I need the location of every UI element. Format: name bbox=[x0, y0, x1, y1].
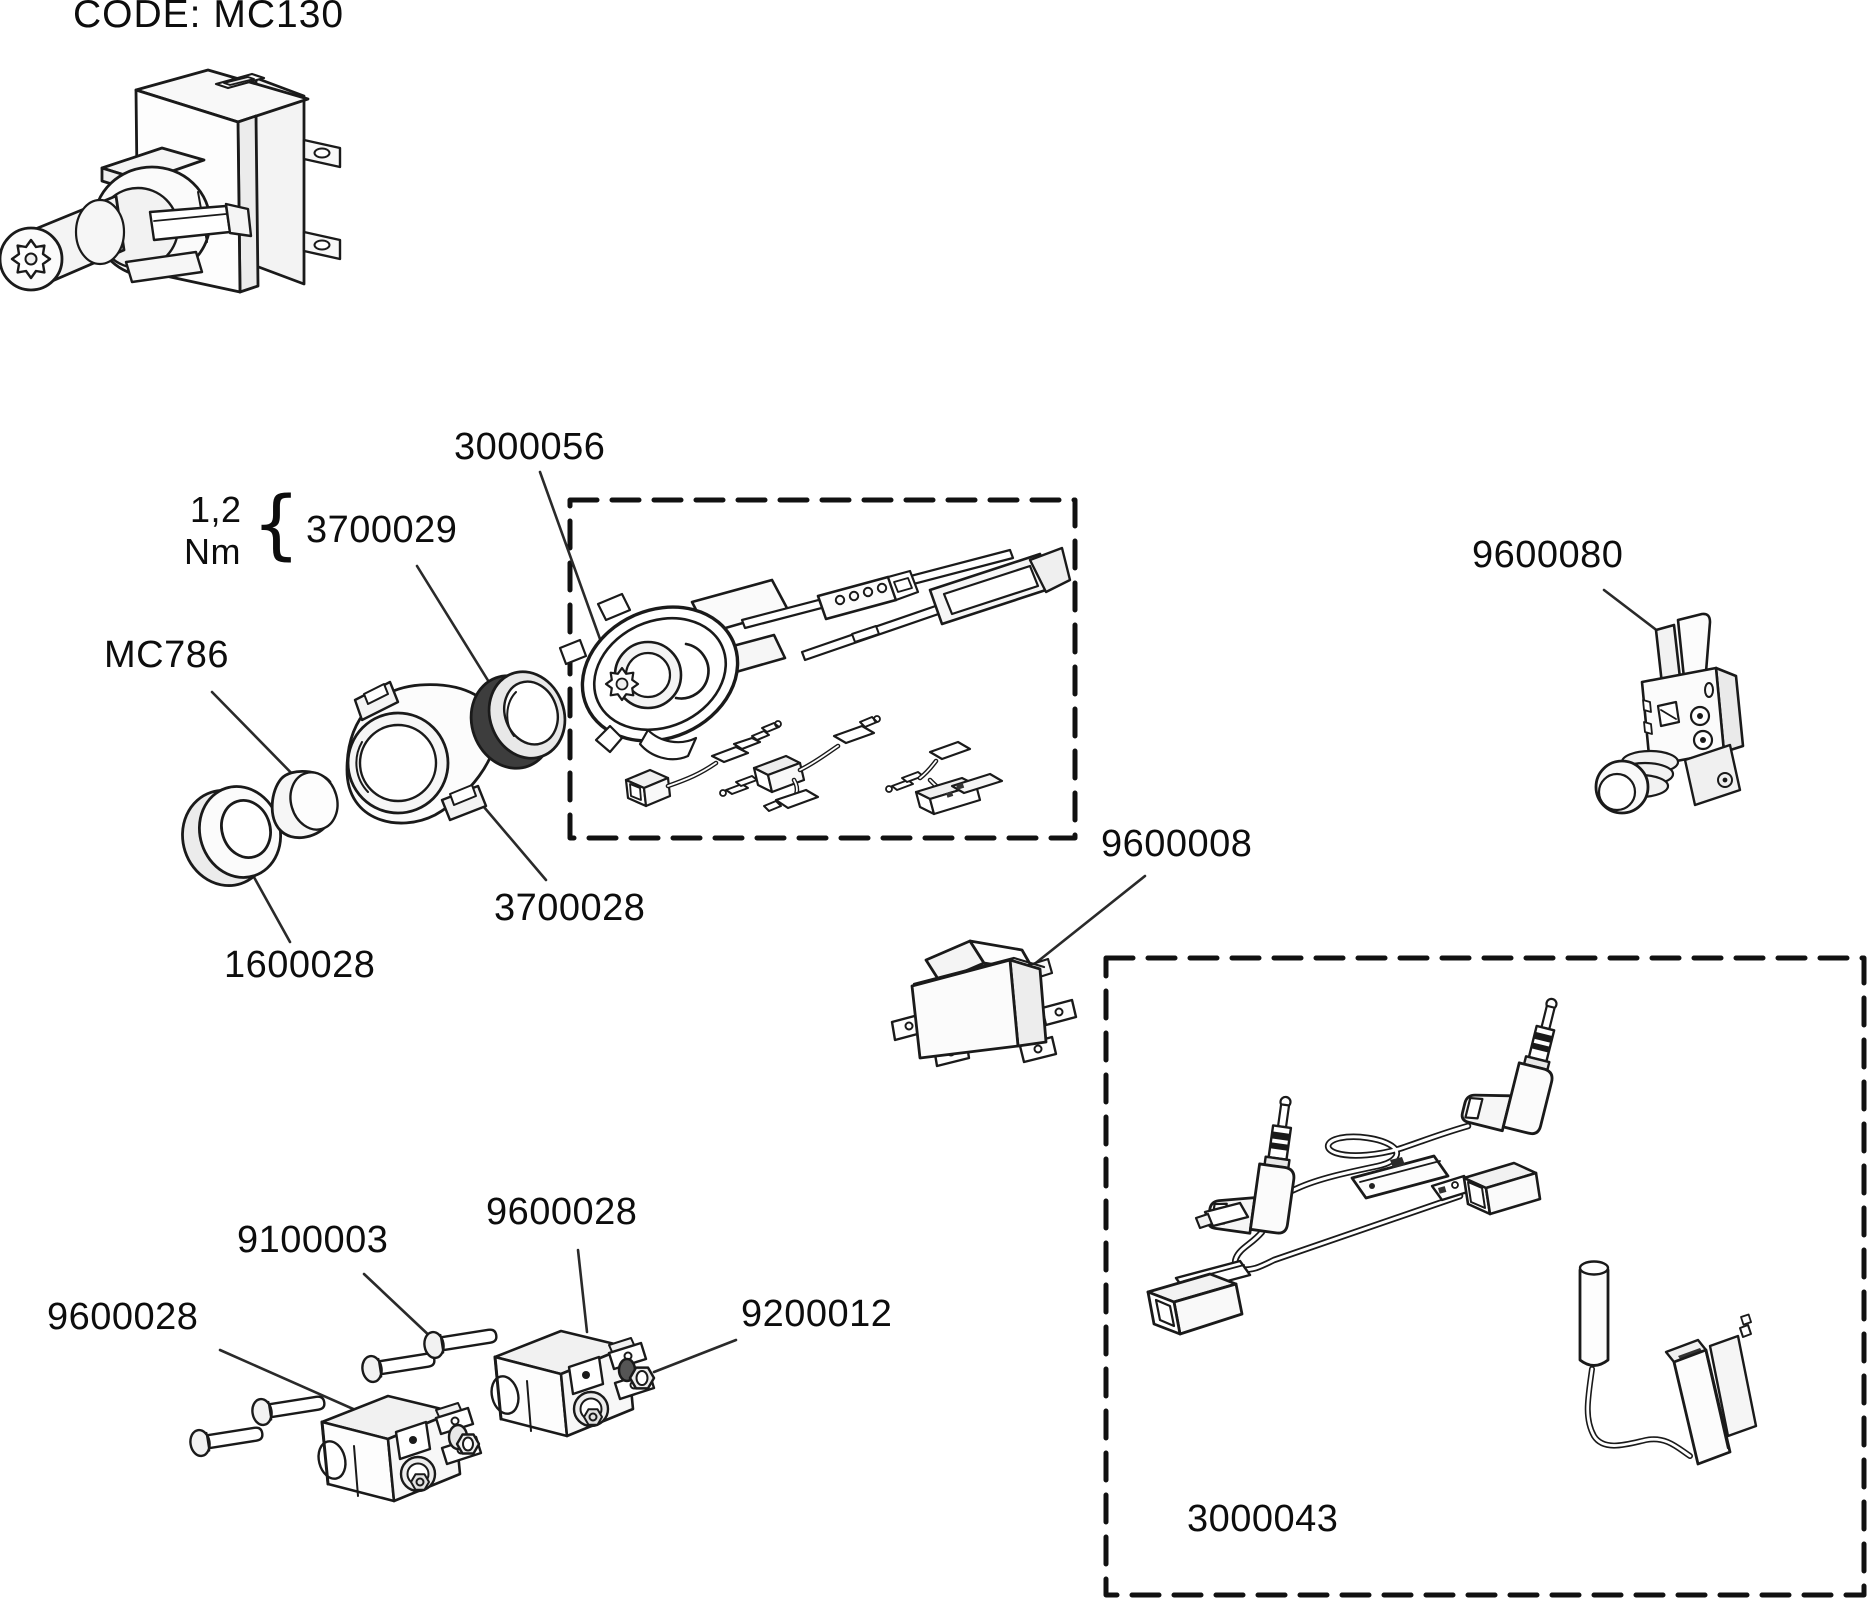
part-label-9600008: 9600008 bbox=[1101, 823, 1253, 865]
diagram-code-label: CODE: MC130 bbox=[73, 0, 345, 36]
leader-9600008 bbox=[1030, 874, 1147, 968]
leader-9600028-right bbox=[576, 1248, 589, 1334]
torque-unit-label: Nm bbox=[184, 531, 241, 572]
screw-1 bbox=[187, 1419, 266, 1459]
lever-switch-drawing bbox=[1594, 612, 1745, 815]
screw-3 bbox=[359, 1345, 438, 1385]
leader-9200012 bbox=[652, 1338, 738, 1374]
left-switch-nut-drawing bbox=[447, 1423, 481, 1455]
jack-plug-right bbox=[1459, 983, 1573, 1141]
part-label-9600080: 9600080 bbox=[1472, 534, 1624, 576]
part-label-1600028: 1600028 bbox=[224, 944, 376, 986]
torque-brace: { bbox=[252, 479, 301, 568]
adapter-bushing-drawing bbox=[270, 770, 339, 840]
ring-nut-drawing bbox=[469, 670, 567, 770]
part-label-3700029: 3700029 bbox=[306, 509, 458, 551]
trim-ring-drawing bbox=[181, 785, 283, 887]
part-label-9600028-right: 9600028 bbox=[486, 1191, 638, 1233]
mc130-switch-drawing bbox=[0, 68, 342, 294]
kit-boundary-3000056 bbox=[567, 497, 1078, 841]
ignition-switch-kit-drawing bbox=[558, 546, 1072, 816]
cable-kit-drawing bbox=[1146, 983, 1758, 1466]
nut-drawing bbox=[617, 1357, 656, 1390]
part-label-9100003: 9100003 bbox=[237, 1219, 389, 1261]
leader-3700028 bbox=[476, 798, 548, 882]
part-label-3700028: 3700028 bbox=[494, 887, 646, 929]
screw-2 bbox=[249, 1388, 328, 1428]
micro-switch-right-drawing bbox=[486, 1329, 656, 1438]
part-label-9600028-left: 9600028 bbox=[47, 1296, 199, 1338]
rocker-switch-drawing bbox=[890, 939, 1078, 1068]
screw-4 bbox=[421, 1321, 500, 1361]
part-label-3000056: 3000056 bbox=[454, 426, 606, 468]
part-label-9200012: 9200012 bbox=[741, 1293, 893, 1335]
part-label-3000043: 3000043 bbox=[1187, 1498, 1339, 1540]
leader-9100003 bbox=[362, 1272, 436, 1342]
part-label-mc786: MC786 bbox=[104, 634, 229, 676]
torque-value-label: 1,2 bbox=[190, 489, 242, 530]
leader-9600028-left bbox=[218, 1348, 362, 1414]
leader-3700029 bbox=[415, 564, 499, 697]
kit-boundary-3000043 bbox=[1103, 955, 1867, 1598]
